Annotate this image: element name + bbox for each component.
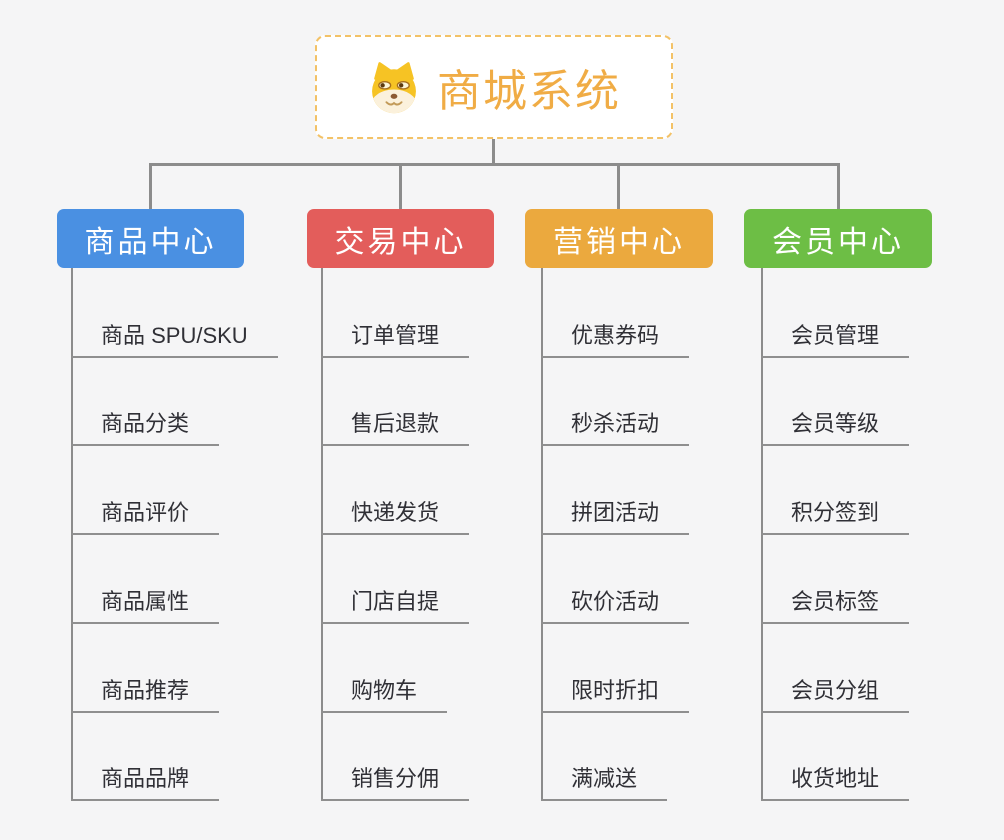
connector-root-to-bus xyxy=(492,139,495,166)
leaf-node[interactable]: 优惠券码 xyxy=(541,322,690,358)
leaf-node[interactable]: 砍价活动 xyxy=(541,588,690,624)
connector-drop-member-center xyxy=(837,163,840,210)
leaf-node[interactable]: 拼团活动 xyxy=(541,499,690,535)
root-node-mall-system[interactable]: 商城系统 xyxy=(315,35,673,139)
leaf-node[interactable]: 商品属性 xyxy=(71,588,220,624)
branch-node-product-center[interactable]: 商品中心 xyxy=(57,209,244,268)
leaf-node[interactable]: 商品推荐 xyxy=(71,677,220,713)
leaf-node[interactable]: 购物车 xyxy=(321,677,448,713)
leaf-node[interactable]: 会员标签 xyxy=(761,588,910,624)
dog-face-icon xyxy=(372,62,416,114)
leaf-node[interactable]: 收货地址 xyxy=(761,765,910,801)
leaf-node[interactable]: 商品品牌 xyxy=(71,765,220,801)
leaf-node[interactable]: 商品分类 xyxy=(71,410,220,446)
connector-drop-marketing-center xyxy=(617,163,620,210)
leaf-node[interactable]: 会员分组 xyxy=(761,677,910,713)
root-node-label: 商城系统 xyxy=(437,67,621,116)
leaf-node[interactable]: 商品评价 xyxy=(71,499,220,535)
connector-drop-product-center xyxy=(149,163,152,210)
connector-drop-trade-center xyxy=(399,163,402,210)
branch-node-trade-center[interactable]: 交易中心 xyxy=(307,209,494,268)
leaf-node[interactable]: 门店自提 xyxy=(321,588,470,624)
leaf-node[interactable]: 订单管理 xyxy=(321,322,470,358)
branch-node-marketing-center[interactable]: 营销中心 xyxy=(525,209,713,268)
leaf-node[interactable]: 满减送 xyxy=(541,765,668,801)
leaf-node[interactable]: 销售分佣 xyxy=(321,765,470,801)
leaf-node[interactable]: 快递发货 xyxy=(321,499,470,535)
leaf-node[interactable]: 商品 SPU/SKU xyxy=(71,322,278,358)
leaf-node[interactable]: 限时折扣 xyxy=(541,677,690,713)
leaf-node[interactable]: 秒杀活动 xyxy=(541,410,690,446)
leaf-node[interactable]: 积分签到 xyxy=(761,499,910,535)
leaf-node[interactable]: 会员等级 xyxy=(761,410,910,446)
leaf-node[interactable]: 会员管理 xyxy=(761,322,910,358)
branch-node-member-center[interactable]: 会员中心 xyxy=(744,209,932,268)
connector-bus xyxy=(149,163,840,166)
leaf-node[interactable]: 售后退款 xyxy=(321,410,470,446)
